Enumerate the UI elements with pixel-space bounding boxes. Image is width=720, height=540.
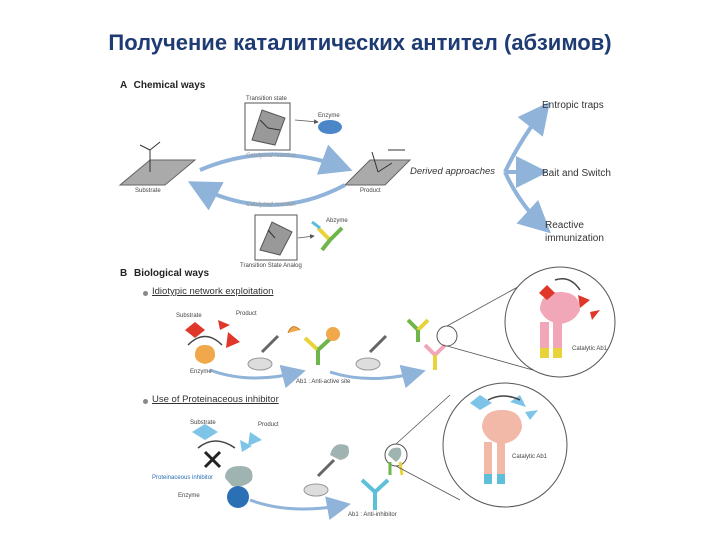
b2-enzyme-label: Enzyme (178, 493, 200, 499)
bullet-idiotypic: Idiotypic network exploitation (152, 286, 274, 297)
b2-syringe-mouse-1 (303, 458, 336, 497)
b1-product-triangle (226, 332, 240, 348)
section-a-heading: A Chemical ways (120, 80, 205, 91)
catalyzed-arrow-bottom (187, 181, 346, 211)
b2-inhibitor-label: Proteinaceous inhibitor (152, 475, 214, 481)
path-immunization: immunization (545, 233, 604, 244)
b2-product-label: Product (258, 422, 279, 428)
section-a-letter: A (120, 80, 127, 91)
b2-catalytic-ab-zoom (470, 395, 538, 484)
section-b-letter: B (120, 268, 128, 279)
bullet-dot-1 (143, 291, 148, 296)
b1-syringe-mouse-2 (355, 334, 388, 371)
branch-arrow-3 (503, 171, 551, 234)
b1-substrate-label: Substrate (176, 313, 202, 319)
transition-state-label: Transition state (246, 96, 287, 102)
b1-ab1-antibody (303, 336, 333, 365)
path-reactive: Reactive (545, 220, 584, 231)
transition-state-box (244, 102, 291, 151)
ts-analog-label: Transition State Analog (240, 263, 302, 269)
ts-analog-box (254, 214, 298, 261)
b1-catalytic-label: Catalytic Ab1 (572, 346, 608, 352)
b2-ab1-antibody (360, 478, 390, 510)
b2-inhibitor (225, 466, 253, 487)
b1-product-label: Product (236, 311, 257, 317)
abzyme-label: Abzyme (326, 218, 348, 224)
bullet-proteinaceous: Use of Proteinaceous inhibitor (152, 394, 279, 405)
b2-enzyme (227, 486, 249, 508)
section-a-label: Chemical ways (133, 80, 206, 91)
path-bait-switch: Bait and Switch (542, 168, 611, 179)
catalyzed-reaction-label: Catalyzed reaction (246, 153, 296, 159)
b1-ab2-antibody (406, 318, 447, 370)
section-b-heading: B Biological ways (120, 268, 209, 279)
b2-substrate-label: Substrate (190, 420, 216, 426)
b1-syringe-mouse-1 (247, 334, 280, 371)
substrate-plane (118, 159, 197, 186)
catalyzed-reaction-label-2: Catalyzed reaction (246, 202, 296, 208)
page-title: Получение каталитических антител (абзимо… (108, 30, 612, 55)
product-label: Product (360, 188, 381, 194)
branch-arrow-1 (503, 101, 550, 173)
derived-approaches-label: Derived approaches (410, 166, 496, 177)
b1-catalytic-ab-zoom (539, 278, 600, 358)
enzyme-blob (318, 120, 342, 134)
b1-enzyme-label: Enzyme (190, 369, 212, 375)
b1-enzyme (195, 345, 215, 364)
substrate-label: Substrate (135, 188, 161, 194)
b2-ab1-label: Ab1 : Anti-inhibitor (348, 512, 397, 518)
bullet-dot-2 (143, 399, 148, 404)
b2-product-triangle (248, 432, 262, 446)
b1-substrate-diamond (185, 322, 205, 338)
b2-catalytic-label: Catalytic Ab1 (512, 454, 548, 460)
product-plane (343, 159, 412, 186)
b2-substrate-diamond (192, 424, 218, 440)
abzyme-antibody (311, 220, 344, 252)
catalyzed-arrow-top (199, 144, 353, 175)
path-entropic-traps: Entropic traps (542, 100, 604, 111)
enzyme-label: Enzyme (318, 113, 340, 119)
b1-ab1-label: Ab1 : Anti-active site (296, 379, 351, 385)
section-b-label: Biological ways (134, 268, 210, 279)
